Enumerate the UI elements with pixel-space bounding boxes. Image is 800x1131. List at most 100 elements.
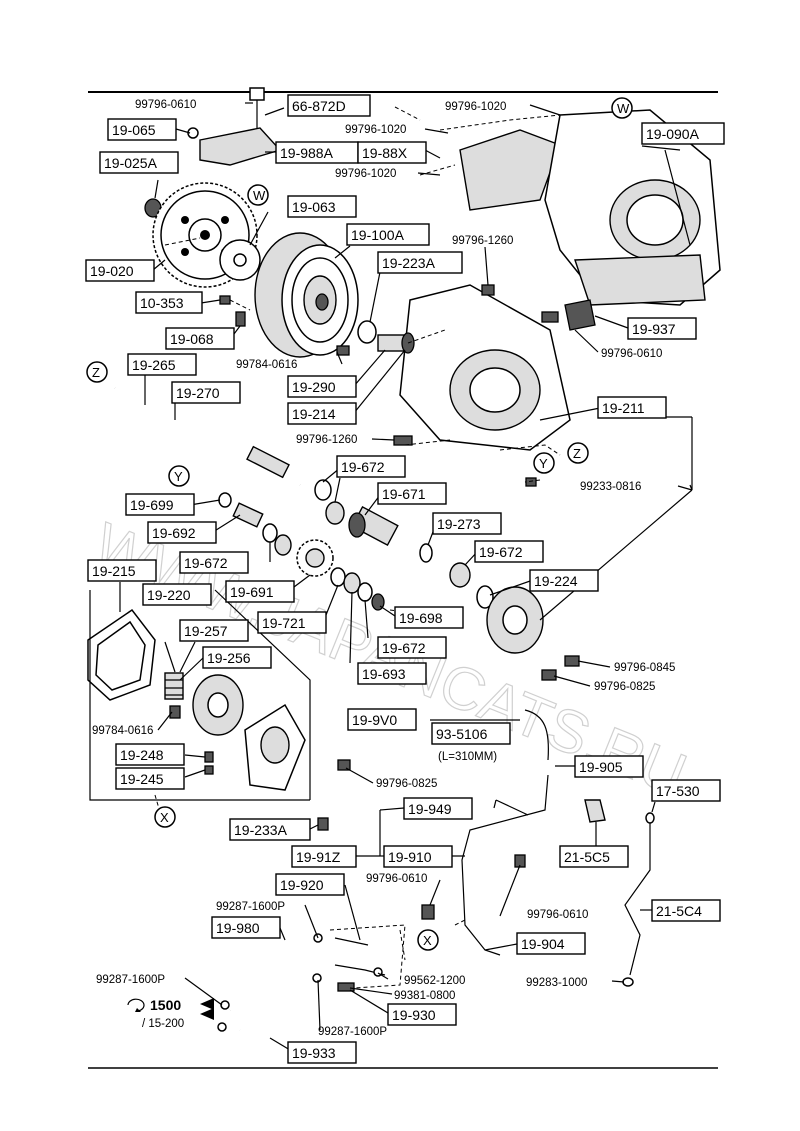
side-cover-drawing	[486, 586, 544, 654]
label-box-93-5106: 93-5106	[431, 722, 511, 745]
label-box-19-988a: 19-988A	[275, 141, 359, 164]
svg-text:66-872D: 66-872D	[292, 98, 346, 114]
svg-text:19-910: 19-910	[388, 849, 432, 865]
oil-seal-drawing	[357, 320, 377, 344]
svg-text:19-215: 19-215	[92, 563, 136, 579]
clamp-c-drawing	[220, 1000, 230, 1010]
label-box-19-691: 19-691	[225, 580, 295, 603]
bolt-0825b-drawing	[337, 759, 351, 771]
label-box-19-91z: 19-91Z	[291, 845, 357, 868]
converter-housing-drawing	[399, 284, 571, 451]
ref-circle-x-right: X	[417, 929, 439, 951]
svg-text:19-270: 19-270	[176, 385, 220, 401]
svg-text:19-88X: 19-88X	[362, 145, 408, 161]
ref-circle-z-left: Z	[86, 361, 108, 383]
bolt-0800-drawing	[337, 982, 355, 992]
race-drawing	[325, 501, 345, 525]
pin-248-drawing	[204, 751, 214, 763]
pipe-920-drawing	[334, 937, 369, 946]
bearing-672c-drawing	[357, 582, 373, 602]
svg-text:17-530: 17-530	[656, 783, 700, 799]
code-99287-1600p-c: 99287-1600P	[318, 1026, 387, 1038]
label-box-19-672-a: 19-672	[336, 455, 406, 478]
sleeve-692-drawing	[232, 502, 264, 528]
code-99784-0616-a: 99784-0616	[236, 359, 297, 371]
label-box-19-671: 19-671	[377, 482, 447, 505]
label-box-19-980: 19-980	[211, 916, 281, 939]
svg-text:19-063: 19-063	[292, 199, 336, 215]
code-99287-1600p-b: 99287-1600P	[96, 974, 165, 986]
label-box-19-937: 19-937	[627, 317, 697, 340]
bracket-937-drawing	[564, 299, 596, 331]
code-99796-1020-b: 99796-1020	[345, 124, 406, 136]
label-box-17-530: 17-530	[651, 779, 721, 802]
label-box-19-672-b: 19-672	[474, 540, 544, 563]
clamp-1000-drawing	[622, 977, 634, 987]
svg-text:W: W	[253, 188, 266, 203]
bolt-1260-top-drawing	[481, 284, 495, 296]
ring-721-drawing	[330, 567, 346, 587]
code-99562-1200: 99562-1200	[404, 975, 465, 987]
svg-text:19-265: 19-265	[132, 357, 176, 373]
svg-text:19-065: 19-065	[112, 122, 156, 138]
label-box-19-270: 19-270	[171, 381, 241, 404]
label-box-19-698: 19-698	[394, 606, 464, 629]
svg-text:Y: Y	[174, 469, 183, 484]
code-99796-1260-b: 99796-1260	[296, 434, 357, 446]
svg-text:19-245: 19-245	[120, 771, 164, 787]
bolt-0610d-drawing	[421, 904, 435, 920]
svg-text:Z: Z	[92, 365, 100, 380]
svg-text:W: W	[617, 101, 630, 116]
svg-text:19-904: 19-904	[521, 936, 565, 952]
label-box-19-223a: 19-223A	[377, 251, 463, 274]
label-box-19-920: 19-920	[275, 873, 345, 896]
ref-circle-x-left: X	[154, 806, 176, 828]
svg-text:93-5106: 93-5106	[436, 726, 488, 742]
svg-text:19-257: 19-257	[184, 623, 228, 639]
label-box-19-020: 19-020	[85, 259, 155, 282]
ref-circle-w-top: W	[611, 97, 633, 119]
spring-256-drawing	[164, 672, 184, 700]
input-shaft-drawing	[114, 386, 301, 487]
ring-273-drawing	[419, 543, 433, 563]
code-99796-1020-c: 99796-1020	[335, 168, 396, 180]
label-box-66-872d: 66-872D	[287, 94, 371, 117]
label-box-19-248: 19-248	[115, 743, 185, 766]
gear-691-drawing	[296, 539, 334, 577]
fastener-codes: 99796-0610 99796-1020 99796-1020 99796-1…	[92, 99, 675, 1038]
torque-note: 1500 / 15-200	[127, 997, 214, 1030]
clamp-b-drawing	[312, 973, 322, 983]
length-note: (L=310MM)	[438, 751, 497, 763]
oil-pipe-end-drawing	[495, 799, 529, 816]
svg-text:19-988A: 19-988A	[280, 145, 334, 161]
svg-text:19-672: 19-672	[382, 640, 426, 656]
svg-text:19-290: 19-290	[292, 379, 336, 395]
label-box-19-672-c: 19-672	[179, 551, 249, 574]
svg-text:19-692: 19-692	[152, 525, 196, 541]
bearing-672a-drawing	[314, 479, 332, 501]
ring-224-drawing	[476, 585, 494, 609]
label-box-21-5c5: 21-5C5	[559, 845, 629, 868]
label-box-19-065: 19-065	[107, 118, 177, 141]
bolt-10-353-drawing	[219, 295, 231, 305]
label-box-19-88x: 19-88X	[357, 141, 427, 164]
bolt-937-drawing	[541, 311, 559, 323]
label-box-19-090a: 19-090A	[641, 122, 725, 145]
svg-text:19-233A: 19-233A	[234, 822, 288, 838]
code-99287-1600p-a: 99287-1600P	[216, 901, 285, 913]
label-box-19-211: 19-211	[597, 396, 667, 419]
ref-circle-y-right: Y	[533, 452, 555, 474]
svg-text:19-905: 19-905	[579, 759, 623, 775]
label-box-19-273: 19-273	[432, 512, 502, 535]
svg-text:19-671: 19-671	[382, 486, 426, 502]
label-box-19-692: 19-692	[147, 521, 217, 544]
bolt-0616-drawing	[336, 345, 350, 356]
code-99796-0825-b: 99796-0825	[376, 778, 437, 790]
code-99796-1020-a: 99796-1020	[445, 101, 506, 113]
bolt-19-068-drawing	[235, 311, 246, 327]
svg-text:Y: Y	[539, 456, 548, 471]
bracket-plate-drawing	[199, 127, 282, 166]
code-99796-1260-a: 99796-1260	[452, 235, 513, 247]
